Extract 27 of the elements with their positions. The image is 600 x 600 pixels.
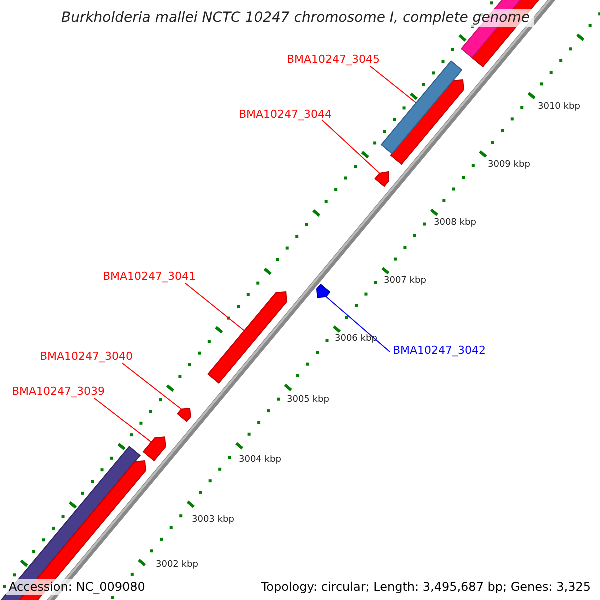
scale-label: 3006 kbp — [335, 335, 378, 344]
gene-bar — [380, 60, 463, 155]
gene-block — [316, 284, 331, 298]
scale-label: 3009 kbp — [488, 161, 530, 170]
gene-label: BMA10247_3044 — [239, 109, 332, 120]
leader-line — [122, 362, 182, 410]
gene-label: BMA10247_3039 — [12, 386, 106, 397]
leader-line — [370, 66, 417, 104]
gene-block — [374, 171, 390, 188]
scale-label: 3003 kbp — [192, 516, 234, 525]
gene-label: BMA10247_3041 — [103, 271, 196, 282]
leader-line — [322, 120, 380, 174]
scale-label: 3004 kbp — [239, 456, 282, 465]
scale-label: 3008 kbp — [434, 219, 476, 228]
scale-label: 3002 kbp — [156, 561, 198, 570]
gene-block — [142, 436, 166, 462]
gene-block — [177, 408, 192, 422]
leader-line — [326, 296, 390, 352]
gene-label: BMA10247_3040 — [40, 351, 134, 362]
scale-label: 3005 kbp — [287, 396, 330, 405]
gene-block — [208, 291, 288, 384]
scale-label: 3007 kbp — [384, 277, 426, 286]
gene-label: BMA10247_3042 — [393, 345, 486, 356]
gene-label: BMA10247_3045 — [287, 54, 380, 65]
leader-line — [94, 398, 152, 443]
scale-label: 3010 kbp — [538, 103, 580, 112]
leader-line — [184, 282, 245, 332]
